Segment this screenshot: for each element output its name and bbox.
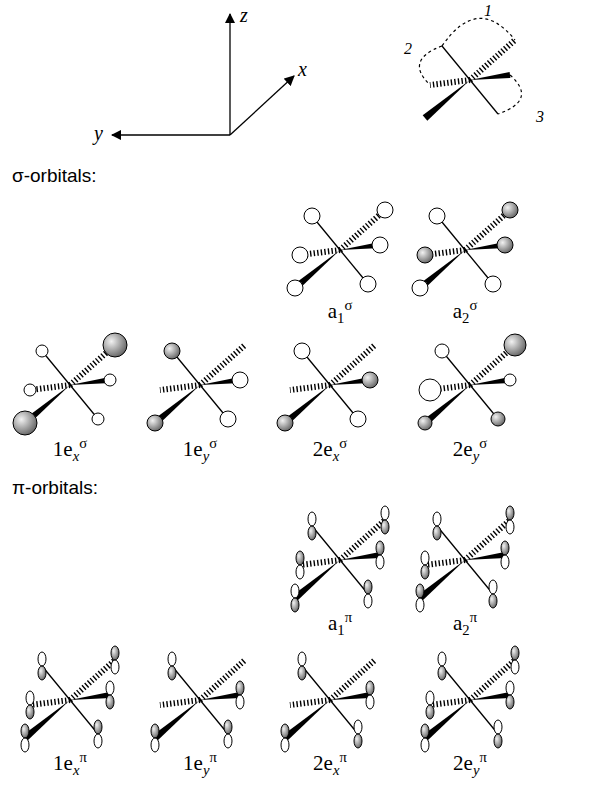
orbital-label: 2eyπ [453, 752, 487, 775]
orbital-1ey-sigma [147, 343, 248, 431]
orbital-2ey-pi [421, 646, 519, 752]
rotation-number: 2 [404, 40, 412, 58]
orbital-label: a1π [328, 612, 352, 635]
rotation-number: 1 [484, 2, 492, 20]
axis-label: x [298, 58, 307, 80]
orbital-label: 1exσ [53, 438, 87, 461]
orbital-a2-sigma [412, 202, 518, 296]
orbital-2ex-pi [281, 652, 375, 752]
section-heading: σ-orbitals: [12, 166, 97, 187]
orbital-label: 1eyσ [183, 438, 217, 461]
axes [112, 14, 294, 135]
orbital-1ex-pi [21, 646, 119, 752]
rotation-arcs [419, 18, 521, 114]
axis-label: y [94, 122, 103, 144]
orbital-label: a2π [453, 612, 477, 635]
orbital-label: 1eyπ [183, 752, 217, 775]
orbital-a2-pi [416, 506, 514, 612]
rotation-number: 3 [536, 108, 544, 126]
orbital-1ex-sigma [13, 333, 127, 435]
orbital-label: 1exπ [53, 752, 87, 775]
reference-molecule [423, 40, 515, 121]
orbital-1ey-pi [151, 652, 245, 752]
axis-label: z [240, 4, 248, 26]
orbital-label: a1σ [328, 300, 353, 323]
orbital-label: 2eyσ [453, 438, 487, 461]
orbital-2ey-sigma [418, 334, 526, 430]
orbital-a1-sigma [287, 202, 393, 296]
orbital-a1-pi [291, 506, 389, 612]
orbital-label: a2σ [453, 300, 478, 323]
section-heading: π-orbitals: [12, 478, 98, 499]
orbital-2ex-sigma [277, 343, 378, 431]
orbital-label: 2exσ [313, 438, 347, 461]
orbital-label: 2exπ [313, 752, 347, 775]
